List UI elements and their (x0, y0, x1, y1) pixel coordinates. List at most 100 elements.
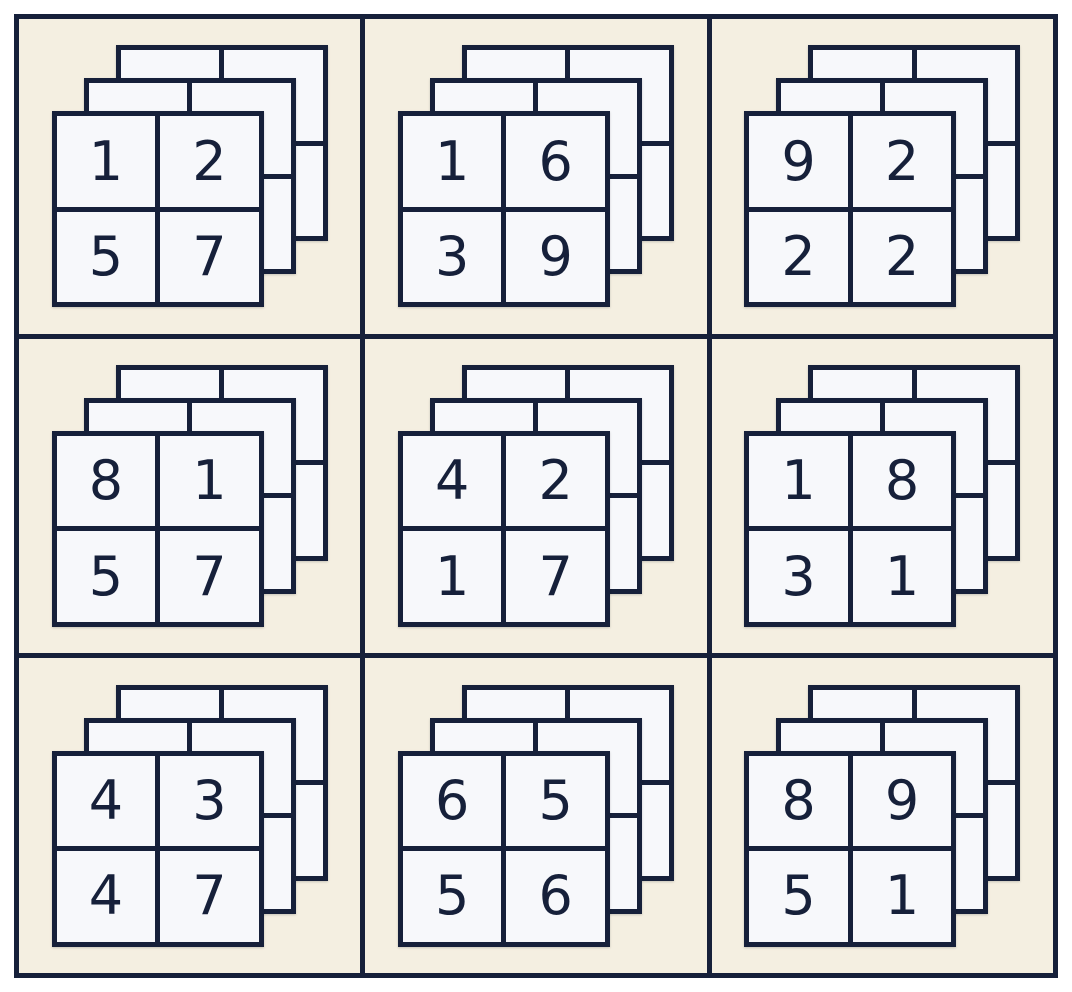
quad-bottom-left: 5 (749, 851, 848, 942)
quad-top-right: 6 (506, 116, 605, 207)
quad-bottom-left: 4 (56, 851, 156, 942)
quad-top-right: 3 (160, 755, 259, 847)
quad-digit: 7 (192, 544, 227, 608)
grid-stack: 9 2 2 2 (744, 45, 1021, 308)
quad-top-right: 8 (852, 435, 952, 527)
grid-stack: 4 3 4 7 (51, 684, 328, 947)
quad-bottom-right: 7 (160, 211, 259, 303)
quad-digit: 7 (192, 225, 227, 289)
quad-digit: 2 (884, 225, 920, 289)
quad-digit: 1 (88, 129, 124, 193)
grid-layer-front: 8 9 5 1 (744, 750, 957, 947)
quad-bottom-right: 7 (160, 851, 259, 942)
matrix-cell[interactable]: 6 5 5 6 (365, 658, 707, 973)
quad-top-right: 9 (852, 755, 952, 847)
quad-digit: 4 (435, 449, 470, 513)
quad-bottom-left: 5 (56, 211, 156, 303)
grid-stack: 8 9 5 1 (744, 684, 1021, 947)
quad-digit: 5 (88, 544, 124, 608)
grid-stack: 4 2 1 7 (397, 364, 674, 627)
quad-top-left: 4 (402, 435, 502, 527)
grid-stack: 8 1 5 7 (51, 364, 328, 627)
quad-bottom-right: 1 (852, 531, 952, 622)
quad-top-right: 2 (160, 116, 259, 207)
quad-top-left: 4 (56, 755, 156, 847)
quad-digit: 9 (781, 129, 816, 193)
quad-digit: 1 (435, 129, 470, 193)
quad-bottom-right: 1 (852, 851, 952, 942)
quad-digit: 7 (192, 864, 227, 928)
matrix-cell[interactable]: 4 2 1 7 (365, 338, 707, 654)
matrix-cell[interactable]: 1 2 5 7 (19, 19, 361, 334)
quad-top-left: 9 (749, 116, 848, 207)
quad-digit: 5 (435, 864, 470, 928)
quad-digit: 5 (781, 864, 816, 928)
matrix-cell[interactable]: 4 3 4 7 (19, 658, 361, 973)
quad-bottom-left: 1 (402, 531, 502, 622)
quad-digit: 9 (538, 225, 573, 289)
quad-top-left: 6 (402, 755, 502, 847)
quad-top-right: 1 (160, 435, 259, 527)
quad-top-right: 2 (852, 116, 952, 207)
quad-top-right: 2 (506, 435, 605, 527)
quad-bottom-left: 2 (749, 211, 848, 303)
grid-layer-front: 4 3 4 7 (51, 750, 264, 947)
quad-digit: 1 (435, 544, 470, 608)
grid-layer-front: 4 2 1 7 (397, 430, 610, 627)
quad-digit: 4 (88, 864, 124, 928)
quad-digit: 2 (781, 225, 816, 289)
quad-digit: 8 (884, 449, 920, 513)
matrix-cell[interactable]: 9 2 2 2 (711, 19, 1053, 334)
quad-digit: 6 (538, 129, 573, 193)
quad-top-right: 5 (506, 755, 605, 847)
quad-bottom-left: 5 (56, 531, 156, 622)
quad-digit: 1 (884, 544, 920, 608)
quad-digit: 4 (88, 768, 124, 832)
quad-digit: 6 (538, 864, 573, 928)
quad-bottom-right: 2 (852, 211, 952, 303)
grid-layer-front: 1 2 5 7 (51, 111, 264, 308)
quad-digit: 2 (538, 449, 573, 513)
grid-layer-front: 8 1 5 7 (51, 430, 264, 627)
quad-bottom-left: 3 (749, 531, 848, 622)
quad-digit: 3 (192, 768, 227, 832)
quad-bottom-right: 6 (506, 851, 605, 942)
quad-digit: 3 (435, 225, 470, 289)
quad-digit: 8 (88, 449, 124, 513)
quad-digit: 9 (884, 768, 920, 832)
quad-digit: 5 (88, 225, 124, 289)
quad-digit: 1 (781, 449, 816, 513)
quad-bottom-right: 7 (506, 531, 605, 622)
quad-top-left: 8 (56, 435, 156, 527)
quad-top-left: 1 (749, 435, 848, 527)
quad-bottom-right: 7 (160, 531, 259, 622)
quad-digit: 8 (781, 768, 816, 832)
quad-digit: 3 (781, 544, 816, 608)
matrix-cell[interactable]: 8 9 5 1 (711, 658, 1053, 973)
quad-digit: 1 (192, 449, 227, 513)
quad-digit: 1 (884, 864, 920, 928)
matrix-cell[interactable]: 8 1 5 7 (19, 338, 361, 654)
quad-bottom-left: 5 (402, 851, 502, 942)
quad-bottom-right: 9 (506, 211, 605, 303)
quad-digit: 2 (884, 129, 920, 193)
quad-bottom-left: 3 (402, 211, 502, 303)
grid-layer-front: 9 2 2 2 (744, 111, 957, 308)
quad-digit: 7 (538, 544, 573, 608)
quad-top-left: 8 (749, 755, 848, 847)
quad-digit: 2 (192, 129, 227, 193)
grid-layer-front: 6 5 5 6 (397, 750, 610, 947)
quad-digit: 6 (435, 768, 470, 832)
grid-stack: 6 5 5 6 (397, 684, 674, 947)
grid-stack: 1 2 5 7 (51, 45, 328, 308)
quad-top-left: 1 (56, 116, 156, 207)
quad-top-left: 1 (402, 116, 502, 207)
quad-digit: 5 (538, 768, 573, 832)
